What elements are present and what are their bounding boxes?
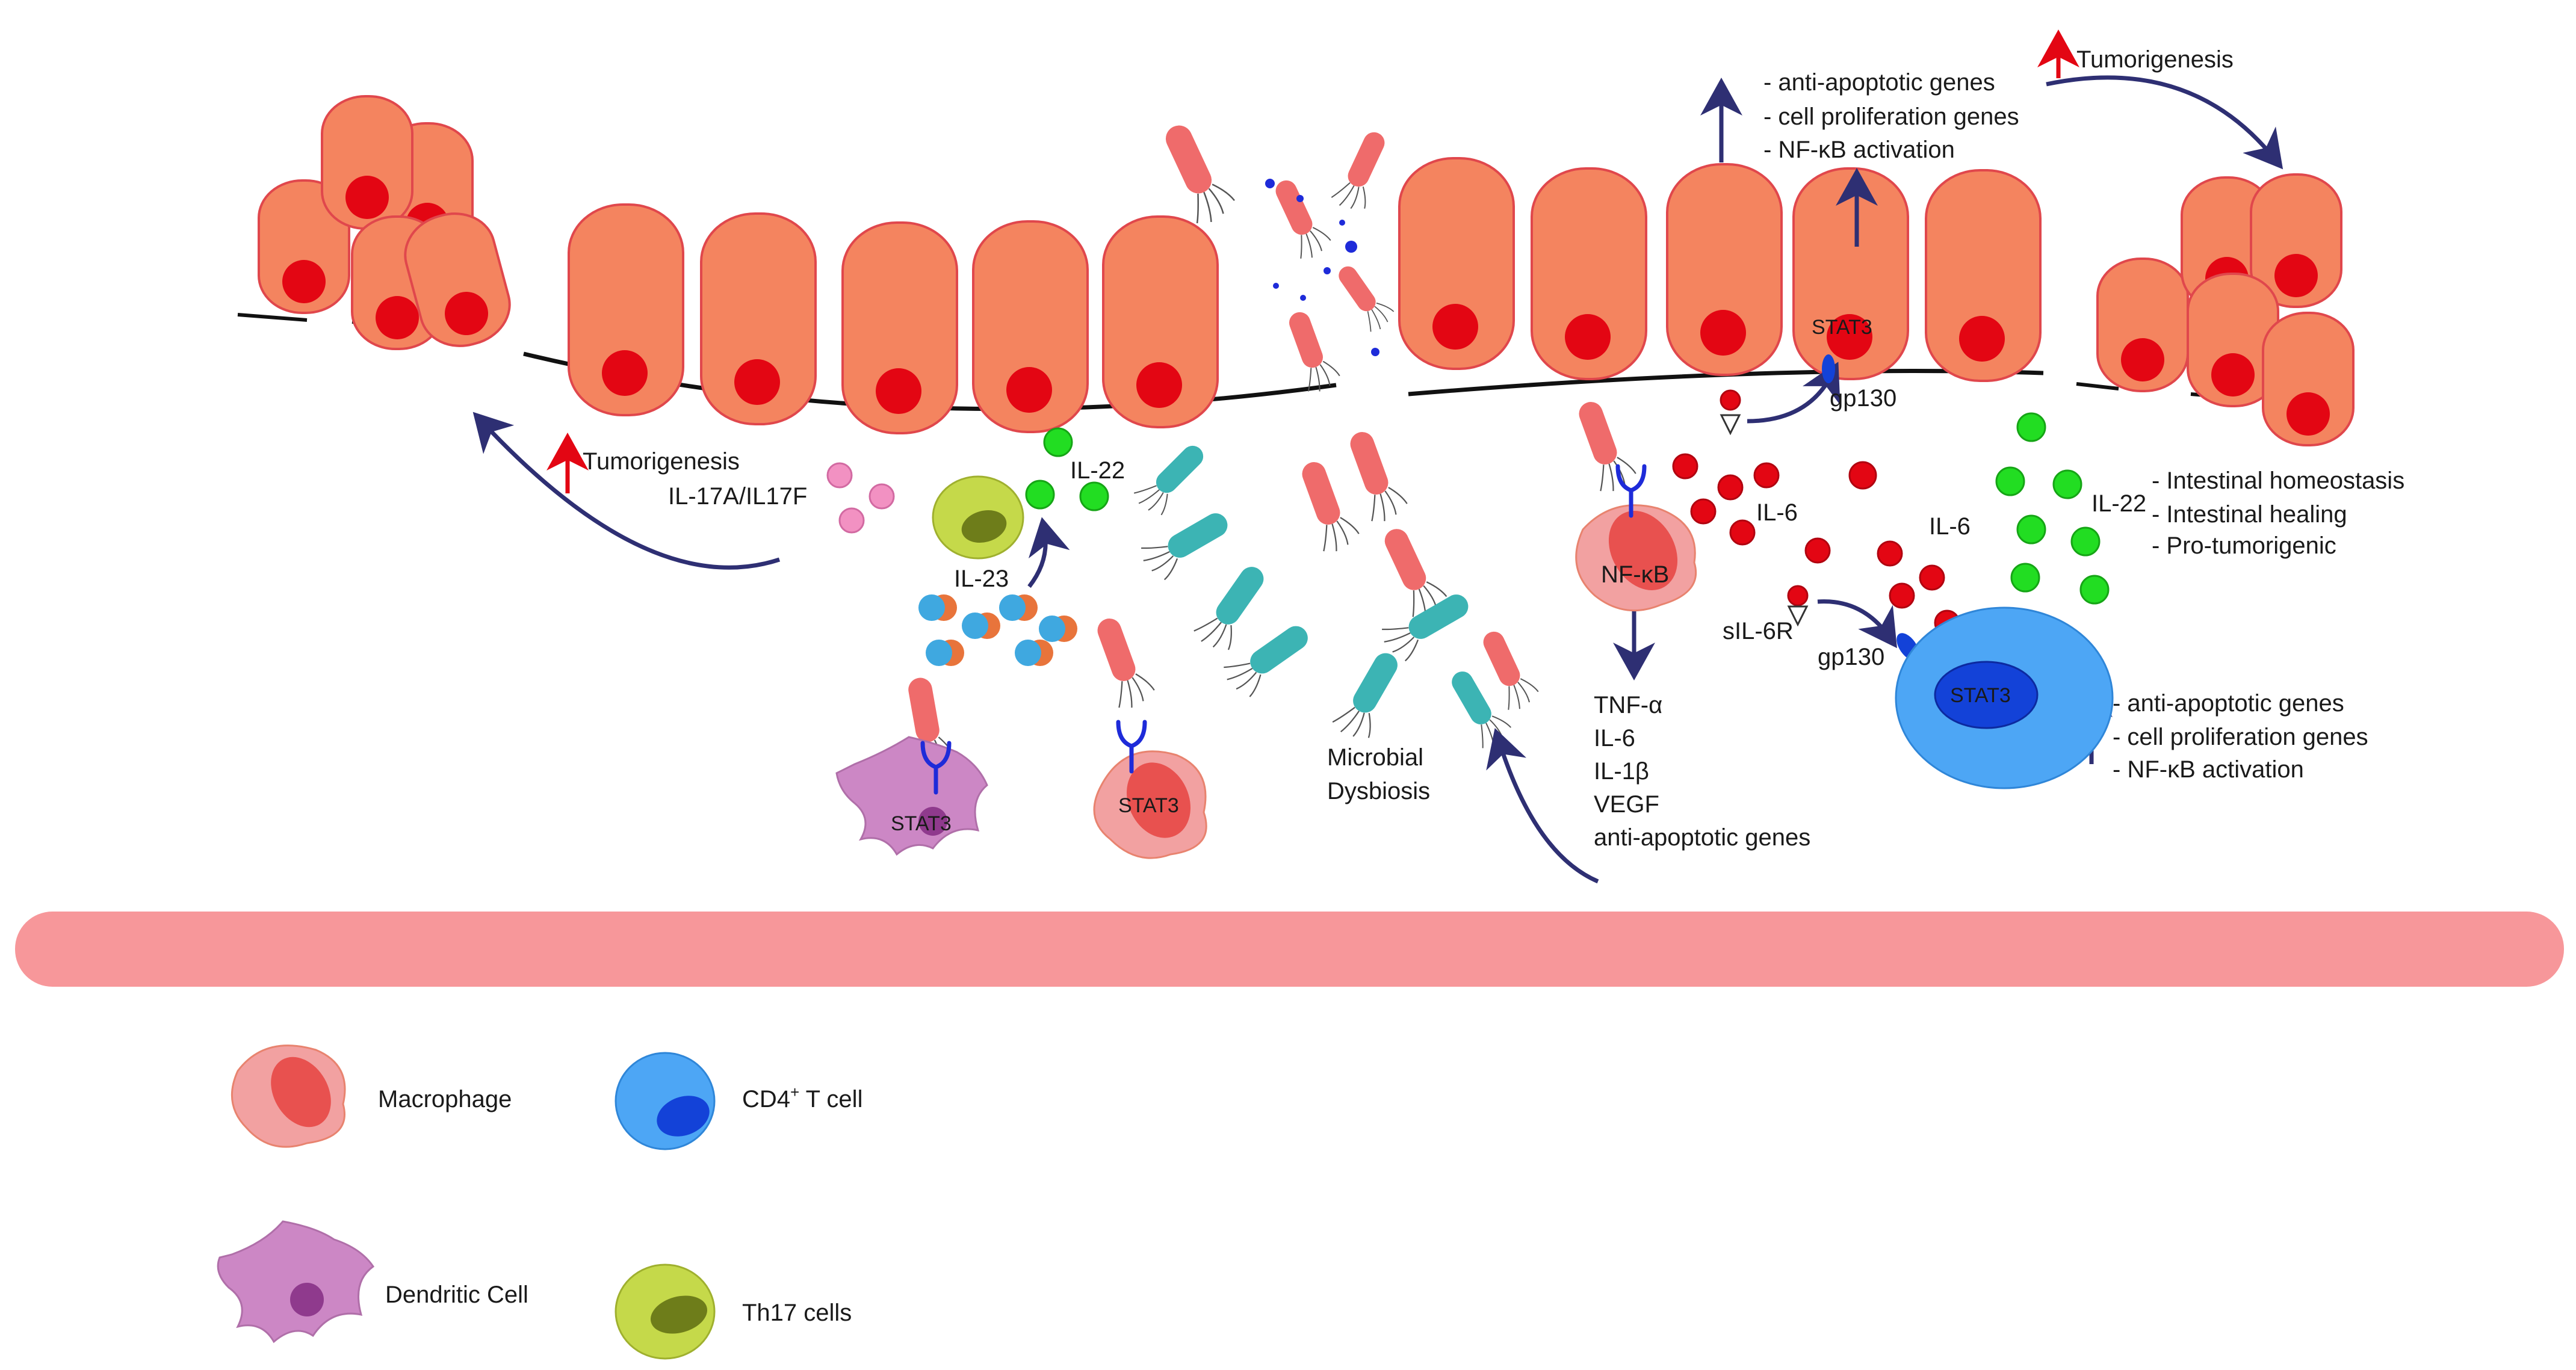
macrophage-cell-1 [1093,722,1207,859]
nfkb-output-4: VEGF [1594,791,1659,818]
legend-dendritic-icon [217,1220,375,1344]
nfkb-label: NF-κB [1601,561,1669,588]
bacteria [900,116,1639,773]
tcell-effect-3: - NF-κB activation [2113,756,2304,783]
tumorigenesis-right-label: Tumorigenesis [2076,46,2234,73]
legend-dendritic-label: Dendritic Cell [385,1282,528,1308]
tumor-cluster-right [2096,173,2355,446]
il22-effects-list: - Intestinal homeostasis - Intestinal he… [2152,467,2404,559]
legend-cd4-icon [615,1052,716,1150]
gp130-top-label: gp130 [1830,385,1896,412]
nfkb-output-3: IL-1β [1594,758,1649,785]
macrophage-cell-2 [1575,466,1697,612]
microbial-label-1: Microbial [1327,744,1423,771]
stat3-epithelial-label: STAT3 [1812,316,1872,339]
legend-macrophage-label: Macrophage [378,1086,512,1112]
tumor-cluster-left [258,95,519,357]
legend-macrophage-icon [231,1044,346,1148]
tumorigenesis-left-label: Tumorigenesis [583,448,740,475]
il23-label: IL-23 [954,566,1009,592]
epithelial-row-right [1398,157,2042,382]
sil6r-label: sIL-6R [1723,618,1794,644]
il23-cytokines [918,594,1077,666]
top-effects-list: - anti-apoptotic genes - cell proliferat… [1763,69,2019,163]
il22-left-label: IL-22 [1070,457,1125,484]
dendritic-cell [835,736,988,856]
tcell-effects-list: - anti-apoptotic genes - cell proliferat… [2113,690,2368,783]
sil6r-receptors [1720,414,1809,627]
stat3-tcell-label: STAT3 [1950,684,2011,707]
top-effect-1: - anti-apoptotic genes [1763,69,1995,96]
tcell-effect-1: - anti-apoptotic genes [2113,690,2344,717]
stat3-macrophage-label: STAT3 [1118,794,1179,817]
membrane-band [15,912,2564,987]
il22-effect-2: - Intestinal healing [2152,501,2347,528]
nfkb-output-2: IL-6 [1594,725,1635,751]
cd4-t-cell [1895,606,2114,789]
legend: Macrophage CD4+ T cell Dendritic Cell Th… [217,1044,862,1360]
il6-cytokines [1672,389,1960,636]
il6-label-a: IL-6 [1756,499,1798,526]
legend-cd4-label: CD4+ T cell [742,1083,862,1112]
il22-effect-1: - Intestinal homeostasis [2152,467,2404,494]
il22-effect-3: - Pro-tumorigenic [2152,532,2336,559]
tcell-effect-2: - cell proliferation genes [2113,724,2368,750]
top-effect-3: - NF-κB activation [1763,137,1955,163]
il6-label-b: IL-6 [1929,513,1971,540]
top-effect-2: - cell proliferation genes [1763,103,2019,130]
tumorigenesis-arrows [546,29,2079,493]
il17-label: IL-17A/IL17F [668,483,807,510]
nfkb-output-1: TNF-α [1594,692,1662,718]
lumen-particles [1265,179,1379,356]
legend-th17-label: Th17 cells [742,1300,852,1326]
epithelial-row-left [568,203,1219,434]
il22-cytokines [1025,412,2110,605]
microbial-label-2: Dysbiosis [1327,778,1430,804]
diagram-labels: Tumorigenesis Tumorigenesis IL-17A/IL17F… [583,46,2234,835]
gp130-cell-label: gp130 [1818,644,1884,670]
il22-right-label: IL-22 [2091,490,2146,517]
nfkb-outputs-list: TNF-α IL-6 IL-1β VEGF anti-apoptotic gen… [1594,692,1810,851]
il17-cytokines [826,462,895,534]
stat3-dendritic-label: STAT3 [891,812,952,835]
nfkb-output-5: anti-apoptotic genes [1594,824,1810,851]
legend-th17-icon [615,1264,716,1360]
th17-cell [932,475,1024,560]
